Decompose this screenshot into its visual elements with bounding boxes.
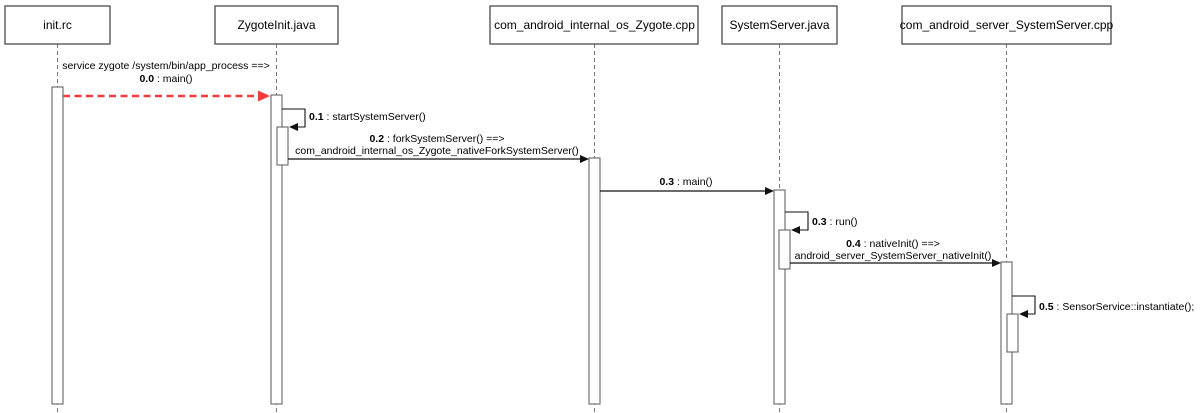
- nested-activation-bar-com-android-server-systemserver-cpp: [1006, 313, 1019, 353]
- participant-name: com_android_internal_os_Zygote.cpp: [494, 18, 695, 32]
- self-message-path-zygoteinit-java: [282, 108, 306, 128]
- self-message-path-systemserver-java: [785, 211, 809, 231]
- participant-name: ZygoteInit.java: [237, 18, 315, 32]
- message-label-text: : main(): [154, 73, 193, 85]
- message-label: service zygote /system/bin/app_process =…: [62, 60, 269, 72]
- nested-activation-bar-zygoteinit-java: [276, 126, 289, 166]
- arrowhead-icon: [1019, 310, 1028, 318]
- message-label: 0.0 : main(): [139, 73, 192, 85]
- message-label-text: : startSystemServer(): [324, 111, 426, 123]
- participant-box-com-android-internal-os-zygote-cpp: [489, 5, 699, 45]
- activation-bar-systemserver-java: [773, 189, 786, 405]
- message-seq-number: 0.1: [309, 111, 324, 123]
- arrowhead-icon: [992, 259, 1001, 267]
- nested-activation-bar-systemserver-java: [778, 229, 791, 270]
- message-label-text: : run(): [827, 216, 858, 228]
- message-label: 0.2 : forkSystemServer() ==>: [369, 133, 504, 145]
- message-label: 0.1 : startSystemServer(): [309, 111, 426, 123]
- participant-box-com-android-server-systemserver-cpp: [901, 5, 1112, 45]
- participant-name: init.rc: [43, 18, 72, 32]
- message-label: 0.3 : run(): [812, 216, 858, 228]
- message-label: 0.4 : nativeInit() ==>: [846, 238, 940, 250]
- participant-name: com_android_server_SystemServer.cpp: [900, 18, 1114, 32]
- message-seq-number: 0.4: [846, 238, 861, 250]
- message-seq-number: 0.5: [1039, 301, 1054, 313]
- arrowhead-icon: [765, 187, 774, 195]
- message-label-text: android_server_SystemServer_nativeInit(): [795, 250, 992, 262]
- activation-bar-zygoteinit-java: [270, 94, 283, 405]
- activation-bar-com-android-internal-os-zygote-cpp: [588, 157, 601, 405]
- message-label: android_server_SystemServer_nativeInit(): [795, 250, 992, 262]
- participant-box-systemserver-java: [721, 5, 838, 45]
- message-seq-number: 0.3: [812, 216, 827, 228]
- participant-box-init-rc: [4, 5, 111, 45]
- message-label-text: : SensorService::instantiate();: [1054, 301, 1195, 313]
- message-label: 0.3 : main(): [659, 176, 712, 188]
- message-label: com_android_internal_os_Zygote_nativeFor…: [295, 145, 579, 157]
- message-seq-number: 0.2: [369, 133, 384, 145]
- message-seq-number: 0.3: [659, 176, 674, 188]
- message-label-text: : main(): [674, 176, 713, 188]
- participant-name: SystemServer.java: [729, 18, 829, 32]
- activation-bar-init-rc: [51, 86, 64, 405]
- arrowhead-icon: [791, 226, 800, 234]
- self-message-path-com-android-server-systemserver-cpp: [1012, 295, 1036, 315]
- arrowhead-icon: [289, 123, 298, 131]
- arrowhead-icon: [580, 155, 589, 163]
- message-label-text: com_android_internal_os_Zygote_nativeFor…: [295, 145, 579, 157]
- participant-box-zygoteinit-java: [214, 5, 339, 45]
- message-label: 0.5 : SensorService::instantiate();: [1039, 301, 1194, 313]
- message-seq-number: 0.0: [139, 73, 154, 85]
- message-label-text: service zygote /system/bin/app_process =…: [62, 60, 269, 72]
- message-label-text: : forkSystemServer() ==>: [384, 133, 505, 145]
- message-label-text: : nativeInit() ==>: [861, 238, 940, 250]
- red-arrowhead-icon: [258, 90, 270, 102]
